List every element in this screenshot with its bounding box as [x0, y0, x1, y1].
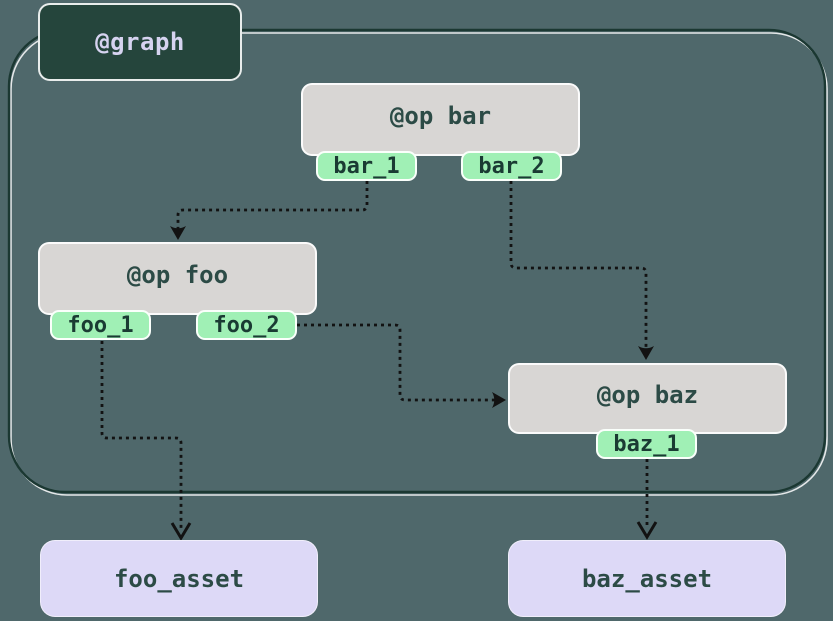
output-pill-baz-1[interactable]: baz_1	[596, 429, 697, 459]
op-node-bar[interactable]: @op bar	[301, 83, 580, 156]
arrowhead-open-baz-asset	[636, 521, 658, 540]
graph-node-label[interactable]: @graph	[38, 3, 242, 81]
asset-node-foo-asset[interactable]: foo_asset	[40, 540, 318, 617]
arrowhead-filled-foo	[170, 226, 186, 240]
output-pill-bar-1[interactable]: bar_1	[316, 151, 417, 181]
output-bar-2-label: bar_2	[478, 153, 545, 179]
arrowhead-open-foo-asset	[170, 522, 192, 541]
output-foo-2-label: foo_2	[213, 312, 280, 338]
arrowhead-filled-baz-top	[638, 346, 654, 360]
output-foo-1-label: foo_1	[67, 312, 134, 338]
op-foo-label: @op foo	[126, 260, 229, 289]
op-node-baz[interactable]: @op baz	[508, 363, 787, 434]
output-pill-foo-2[interactable]: foo_2	[196, 310, 297, 340]
edge-foo1-to-foo-asset	[100, 341, 183, 528]
output-pill-bar-2[interactable]: bar_2	[461, 151, 562, 181]
output-bar-1-label: bar_1	[333, 153, 400, 179]
output-baz-1-label: baz_1	[613, 431, 680, 457]
output-pill-foo-1[interactable]: foo_1	[50, 310, 151, 340]
graph-boundary-highlight	[10, 32, 828, 496]
asset-node-baz-asset[interactable]: baz_asset	[508, 540, 786, 617]
edge-foo2-to-baz	[297, 323, 497, 402]
edge-bar1-to-foo	[176, 181, 369, 232]
op-node-foo[interactable]: @op foo	[38, 242, 317, 315]
arrowhead-filled-baz-left	[492, 392, 506, 408]
baz-asset-label: baz_asset	[581, 564, 713, 593]
graph-label-text: @graph	[95, 28, 185, 56]
edge-bar2-to-baz	[509, 181, 648, 352]
op-bar-label: @op bar	[389, 101, 492, 130]
op-baz-label: @op baz	[596, 380, 699, 409]
foo-asset-label: foo_asset	[113, 564, 245, 593]
graph-boundary	[7, 28, 827, 494]
